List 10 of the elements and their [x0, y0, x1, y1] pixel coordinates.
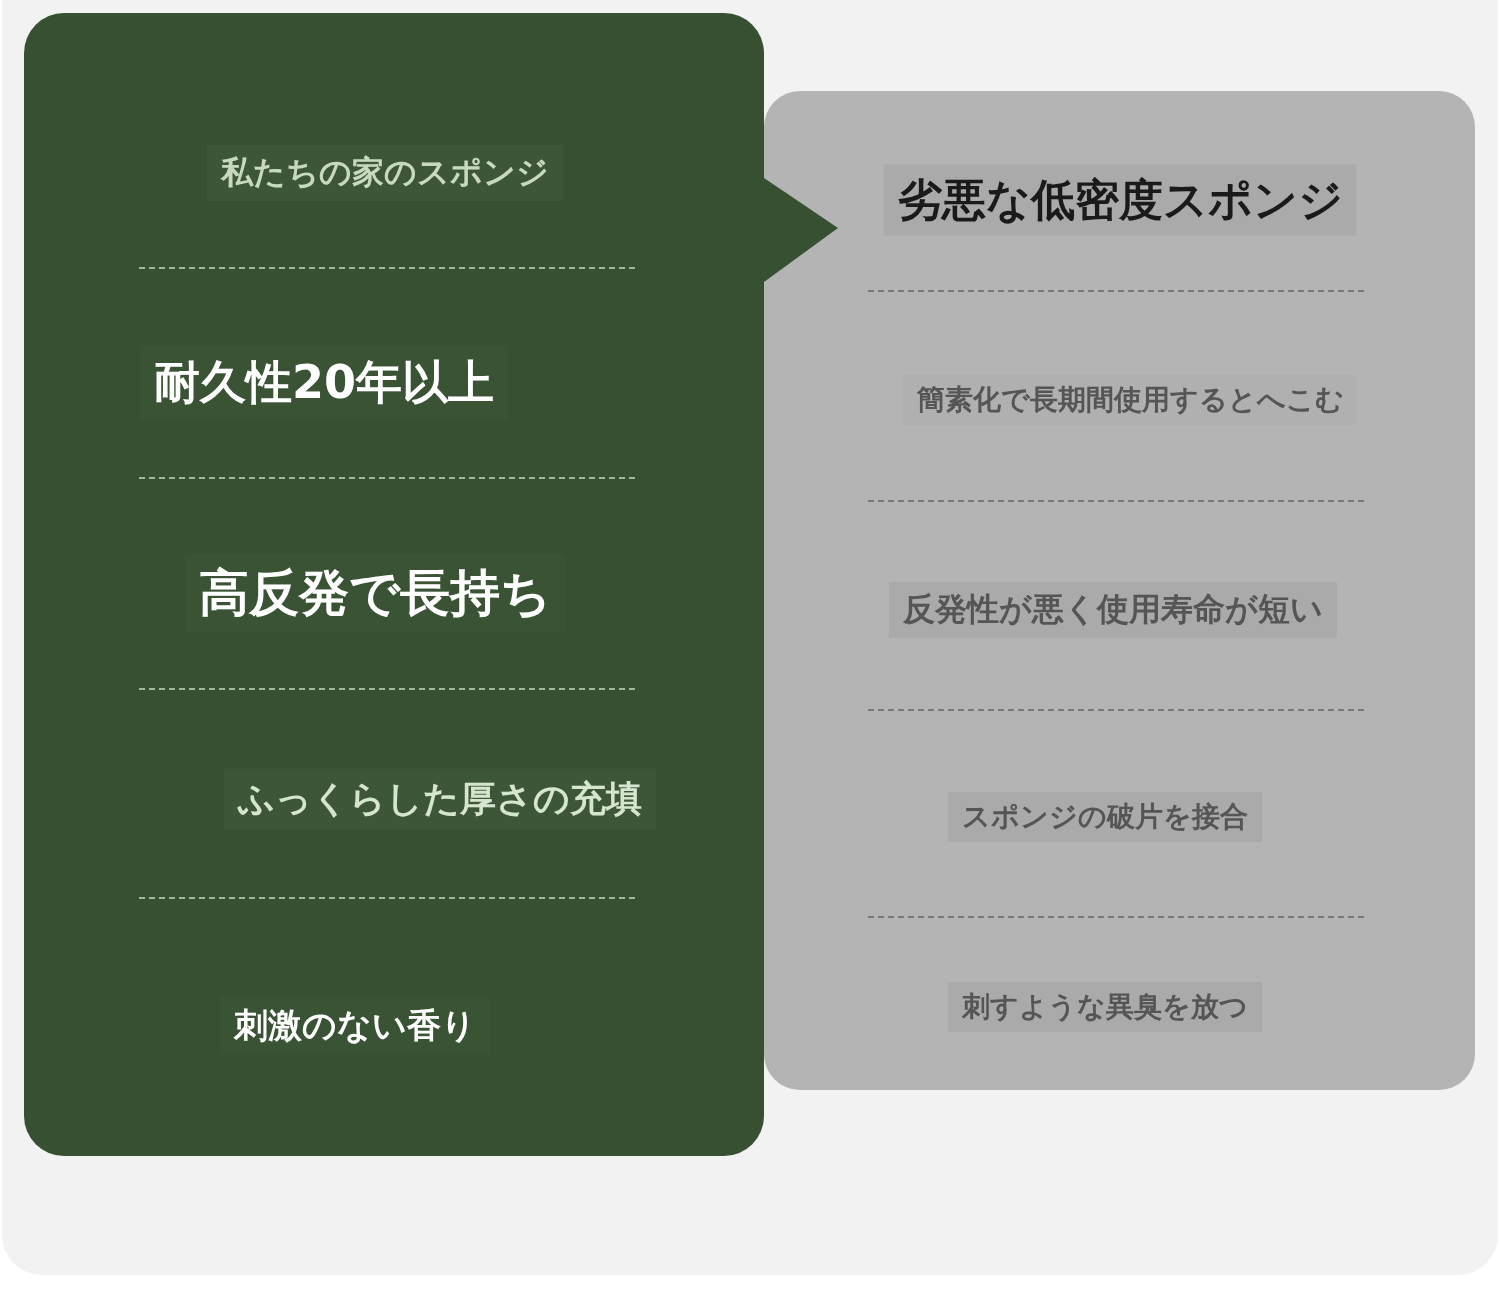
feature-text: 反発性が悪く使用寿命が短い [889, 582, 1337, 638]
feature-text: 刺すような異臭を放つ [948, 982, 1262, 1032]
pointer-arrow [761, 178, 838, 282]
feature-text: スポンジの破片を接合 [948, 792, 1262, 842]
comparison-panel [764, 91, 1475, 1090]
panel-heading: 私たちの家のスポンジ [207, 145, 563, 201]
feature-panel [24, 13, 764, 1156]
panel-heading: 劣悪な低密度スポンジ [883, 164, 1357, 236]
feature-text: 簡素化で長期間使用するとへこむ [902, 375, 1358, 425]
feature-text: ふっくらした厚さの充填 [224, 768, 656, 830]
